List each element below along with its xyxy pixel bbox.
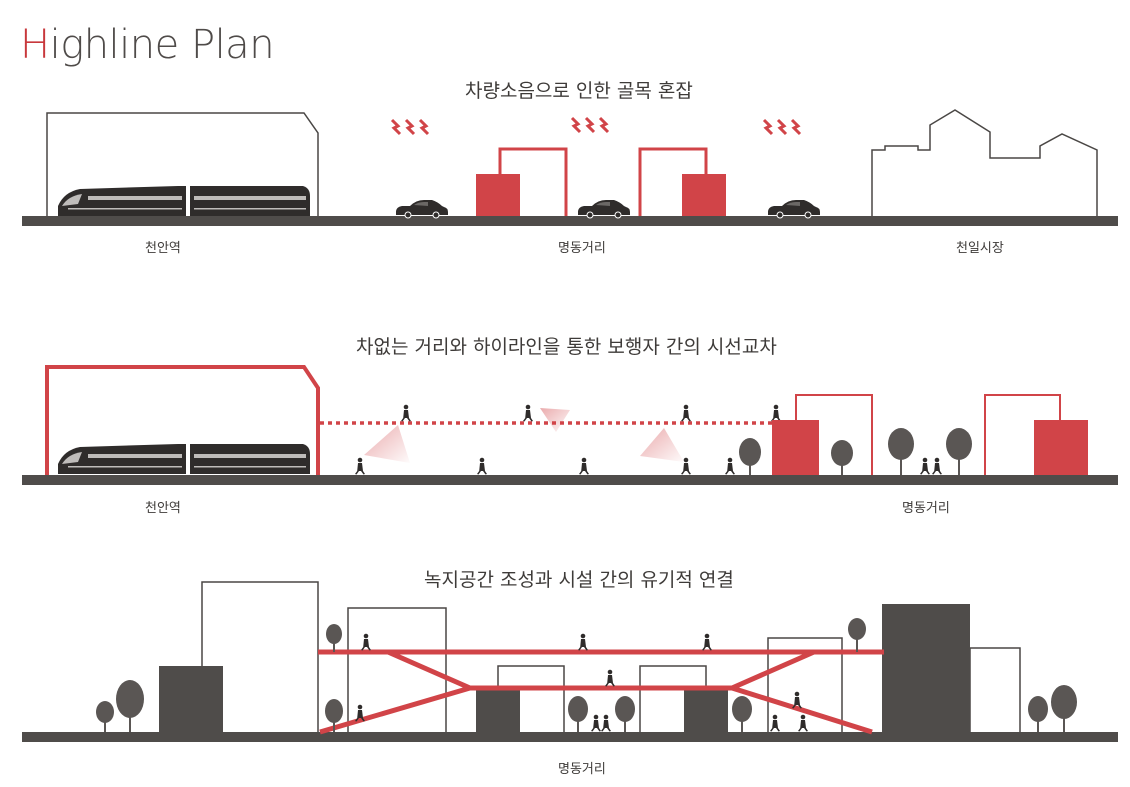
- noise-bolt-icon: [762, 118, 774, 136]
- panel2-label-station: 천안역: [145, 501, 181, 516]
- sightline-cone: [540, 408, 570, 432]
- pedestrian-icon: [523, 404, 533, 422]
- noise-bolt-icon: [418, 118, 430, 136]
- panel3-label-street: 명동거리: [558, 762, 606, 777]
- panel2-scene: [22, 365, 1118, 485]
- car-icon: [395, 199, 449, 219]
- pedestrian-icon: [770, 714, 780, 732]
- panel2-label-street: 명동거리: [902, 501, 950, 516]
- panel1-red-buildings: [476, 147, 726, 216]
- sightline-cone: [640, 428, 684, 462]
- noise-bolt-icon: [584, 116, 596, 134]
- car-icon: [767, 199, 821, 219]
- noise-bolt-icon: [570, 116, 582, 134]
- title-rest: ighline Plan: [49, 22, 275, 68]
- panel2-ground: [22, 475, 1118, 485]
- pedestrian-icon: [361, 633, 371, 651]
- panel1-label-station: 천안역: [145, 241, 181, 256]
- panel1-station-building: [46, 112, 319, 216]
- panel1-train-icon: [58, 186, 310, 216]
- panel1-heading: 차량소음으로 인한 골목 혼잡: [465, 80, 693, 102]
- pedestrian-icon: [605, 669, 615, 687]
- pedestrian-icon: [591, 714, 601, 732]
- noise-bolt-icon: [404, 118, 416, 136]
- panel2-trees: [739, 428, 972, 475]
- panel1-scene: [22, 109, 1118, 226]
- pedestrian-icon: [601, 714, 611, 732]
- pedestrian-icon: [681, 404, 691, 422]
- panel1-label-street: 명동거리: [558, 241, 606, 256]
- highline-bridge: [318, 649, 884, 735]
- noise-bolt-icon: [790, 118, 802, 136]
- pedestrian-icon: [725, 457, 735, 475]
- panel2-red-buildings: [772, 394, 1088, 475]
- noise-bolt-icon: [776, 118, 788, 136]
- pedestrian-icon: [932, 457, 942, 475]
- page-title: Highline Plan: [20, 22, 275, 68]
- panel3-trees: [96, 618, 1077, 732]
- panel2-heading: 차없는 거리와 하이라인을 통한 보행자 간의 시선교차: [356, 336, 777, 358]
- panel3-scene: [22, 581, 1118, 742]
- pedestrian-icon: [798, 714, 808, 732]
- panel3-ground: [22, 732, 1118, 742]
- pedestrian-icon: [477, 457, 487, 475]
- panel3-heading: 녹지공간 조성과 시설 간의 유기적 연결: [424, 569, 734, 591]
- noise-bolt-icon: [598, 116, 610, 134]
- pedestrian-icon: [355, 457, 365, 475]
- title-first-letter: H: [20, 22, 50, 68]
- pedestrian-icon: [578, 633, 588, 651]
- panel3-solid-buildings: [159, 604, 970, 732]
- sightline-cone: [364, 425, 410, 463]
- car-icon: [577, 199, 631, 219]
- panel1-market-building: [871, 109, 1098, 216]
- noise-bolt-icon: [390, 118, 402, 136]
- panel1-ground: [22, 216, 1118, 226]
- panel2-train-icon: [58, 444, 310, 474]
- panel1-label-market: 천일시장: [956, 241, 1004, 256]
- pedestrian-icon: [702, 633, 712, 651]
- pedestrian-icon: [771, 404, 781, 422]
- panel2-station-building: [45, 365, 320, 475]
- pedestrian-icon: [401, 404, 411, 422]
- pedestrian-icon: [920, 457, 930, 475]
- pedestrian-icon: [579, 457, 589, 475]
